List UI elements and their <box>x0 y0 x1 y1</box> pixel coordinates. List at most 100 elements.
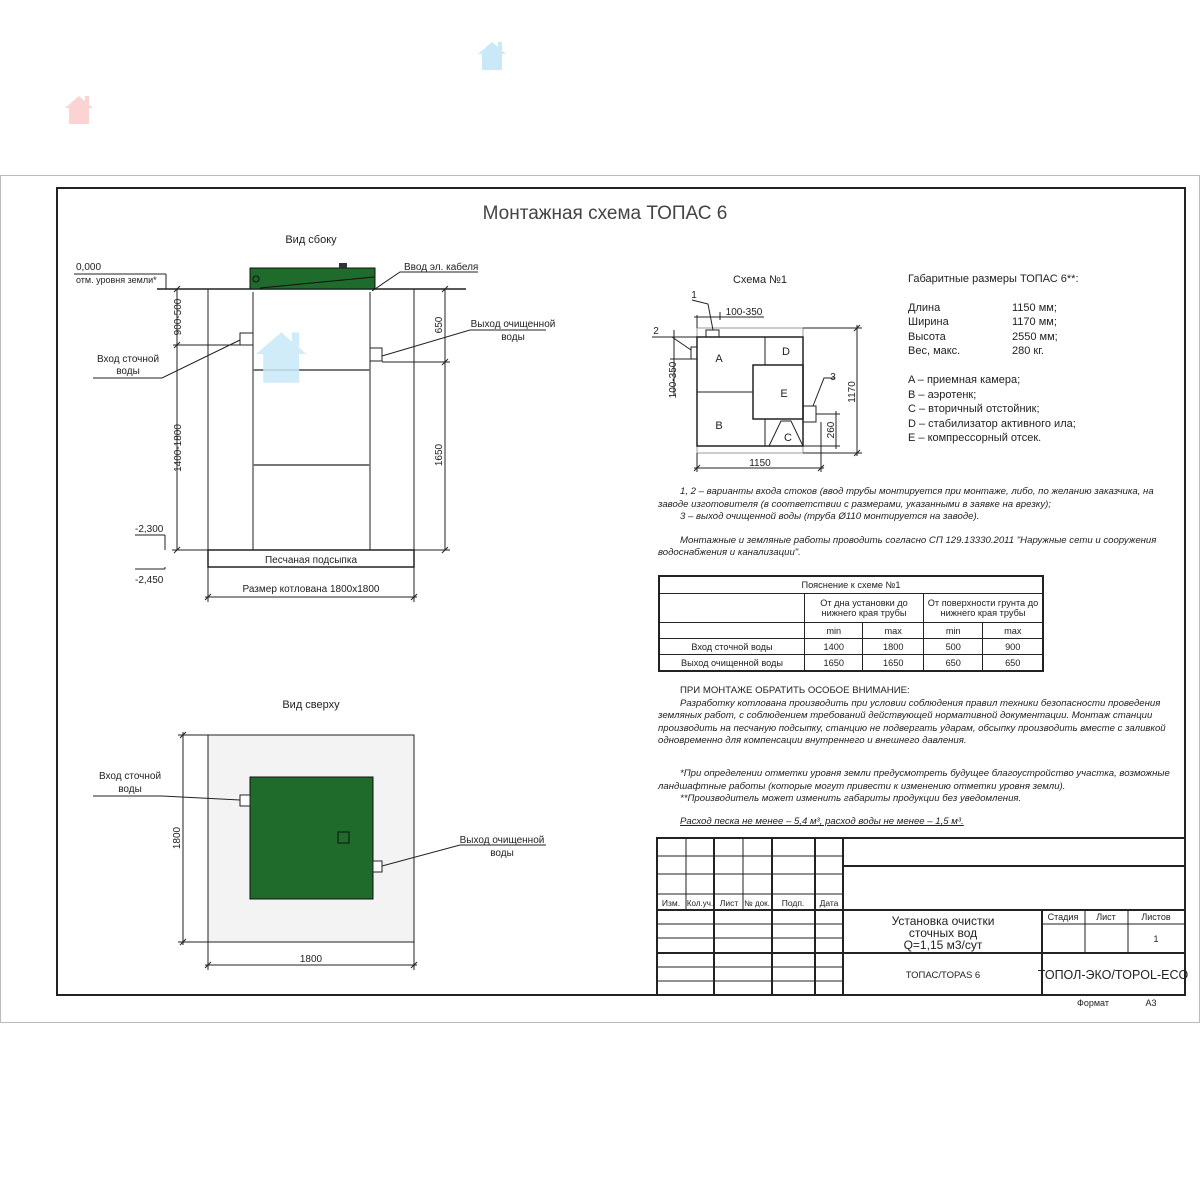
title-block-headers: Изм. Кол.уч. Лист № док. Подп. Дата <box>662 898 839 908</box>
attention-heading: ПРИ МОНТАЖЕ ОБРАТИТЬ ОСОБОЕ ВНИМАНИЕ: <box>680 685 910 696</box>
level-label: -2,300 <box>135 524 164 535</box>
dimensions-heading: Габаритные размеры ТОПАС 6**: <box>908 273 1079 285</box>
dim-label: 100-350 <box>668 361 679 398</box>
sheets-value: 1 <box>1153 934 1158 944</box>
side-view-title: Вид сбоку <box>285 234 337 246</box>
company-name: ТОПОЛ-ЭКО/TOPOL-ECO <box>1038 968 1189 982</box>
level-label: -2,450 <box>135 575 164 586</box>
scheme-marker-1: 1 <box>691 290 697 301</box>
zone-d: D <box>782 346 790 358</box>
outlet-label: воды <box>490 848 514 859</box>
watermark-house-icon <box>478 42 506 70</box>
table-corner <box>658 622 805 639</box>
pit-size-label: Размер котлована 1800x1800 <box>243 584 380 595</box>
cell: 650 <box>982 654 1044 672</box>
consumption-note: Расход песка не менее – 5,4 м³, расход в… <box>680 815 964 827</box>
scheme-title: Схема №1 <box>733 274 787 286</box>
outlet-label: Выход очищенной <box>471 319 556 330</box>
product-name: ТОПАС/TOPAS 6 <box>906 970 980 981</box>
sheet-header: Лист <box>1096 912 1116 922</box>
cell: 1650 <box>803 654 864 672</box>
table-corner <box>658 593 805 623</box>
header-izm: Изм. <box>662 898 680 908</box>
legend-item: A – приемная камера; <box>908 373 1021 386</box>
zone-c: C <box>784 432 792 444</box>
inlet-label: воды <box>116 366 140 377</box>
inlet-label: воды <box>118 784 142 795</box>
header-data: Дата <box>820 898 839 908</box>
table-header-max: max <box>862 622 924 639</box>
footnote-1: *При определении отметки уровня земли пр… <box>658 767 1170 792</box>
note-variants-2: 3 – выход очищенной воды (труба Ø110 мон… <box>680 511 980 523</box>
top-view <box>93 731 546 970</box>
zone-a: A <box>715 353 723 365</box>
table-row: Выход очищенной воды 1650 1650 650 650 <box>658 654 1044 672</box>
cable-entry-label: Ввод эл. кабеля <box>404 261 478 273</box>
header-kol-uch: Кол.уч. <box>687 899 713 908</box>
watermark-house-icon <box>65 96 93 124</box>
tank-lid <box>249 263 376 290</box>
stage-header: Стадия <box>1048 912 1079 922</box>
dimension-label: Ширина <box>908 316 949 329</box>
dimension-label: Высота <box>908 330 946 343</box>
dimension-value: 2550 мм; <box>1012 330 1058 343</box>
dimensions-spec: Габаритные размеры ТОПАС 6**: Длина 1150 … <box>908 272 1079 446</box>
format-label: Формат <box>1077 998 1109 1008</box>
cell: 1400 <box>803 638 864 655</box>
scheme-diagram <box>652 299 862 472</box>
dim-label: 900-500 <box>173 298 184 335</box>
format-value: A3 <box>1145 998 1156 1008</box>
footnote-2: **Производитель может изменить габариты … <box>680 793 1022 805</box>
ground-level-label: отм. уровня земли* <box>76 275 157 285</box>
drawing-title: Монтажная схема ТОПАС 6 <box>483 203 728 224</box>
dimension-label: Длина <box>908 301 941 314</box>
dimension-value: 280 кг. <box>1012 345 1044 358</box>
dim-label: 1800 <box>172 826 183 849</box>
dim-label: 1170 <box>847 381 858 403</box>
dimension-value: 1150 мм; <box>1012 301 1057 314</box>
cell: 650 <box>922 654 984 672</box>
attention-body: Разработку котлована производить при усл… <box>658 697 1166 747</box>
legend-item: E – компрессорный отсек. <box>908 432 1042 445</box>
outlet-label: воды <box>501 332 525 343</box>
header-podp: Подп. <box>782 898 805 908</box>
notes-attention: ПРИ МОНТАЖЕ ОБРАТИТЬ ОСОБОЕ ВНИМАНИЕ: Ра… <box>658 685 1173 828</box>
dim-label: 100-350 <box>726 307 763 318</box>
table-row: Вход сточной воды 1400 1800 500 900 <box>658 638 1044 655</box>
table-caption: Пояснение к схеме №1 <box>658 575 1044 594</box>
cell: 900 <box>982 638 1044 655</box>
table-header-min: min <box>803 622 864 639</box>
top-view-title: Вид сверху <box>282 699 340 711</box>
dim-label: 1400-1800 <box>173 424 184 472</box>
scheme-marker-3: 3 <box>830 372 836 383</box>
table-group-header: От дна установки до нижнего края трубы <box>804 593 924 623</box>
zone-b: B <box>715 420 722 432</box>
outlet-label: Выход очищенной <box>460 835 545 846</box>
drawing-name: Q=1,15 м3/сут <box>904 938 983 952</box>
dim-label: 650 <box>434 316 445 333</box>
notes-variants: 1, 2 – варианты входа стоков (ввод трубы… <box>658 486 1173 560</box>
note-works: Монтажные и земляные работы проводить со… <box>658 534 1157 559</box>
header-doc: № док. <box>744 899 770 908</box>
dim-label: 1800 <box>300 954 323 965</box>
ground-level-value: 0,000 <box>76 262 101 273</box>
inlet-label: Вход сточной <box>97 354 159 365</box>
sheets-header: Листов <box>1141 912 1170 922</box>
drawing-name: сточных вод <box>909 926 977 940</box>
table-header-min: min <box>922 622 984 639</box>
legend-item: B – аэротенк; <box>908 388 977 401</box>
sand-label: Песчаная подсыпка <box>265 555 357 566</box>
dimension-label: Вес, макс. <box>908 345 961 358</box>
watermark-house-icon <box>256 332 307 383</box>
dim-label: 260 <box>826 421 837 438</box>
dim-label: 1650 <box>434 443 445 466</box>
legend-item: D – стабилизатор активного ила; <box>908 417 1076 430</box>
header-list: Лист <box>720 898 739 908</box>
dimension-row: Вес, макс. 280 кг. <box>908 344 1079 359</box>
row-label: Вход сточной воды <box>658 638 805 655</box>
title-block <box>656 837 1186 996</box>
legend-item: C – вторичный отстойник; <box>908 403 1040 416</box>
